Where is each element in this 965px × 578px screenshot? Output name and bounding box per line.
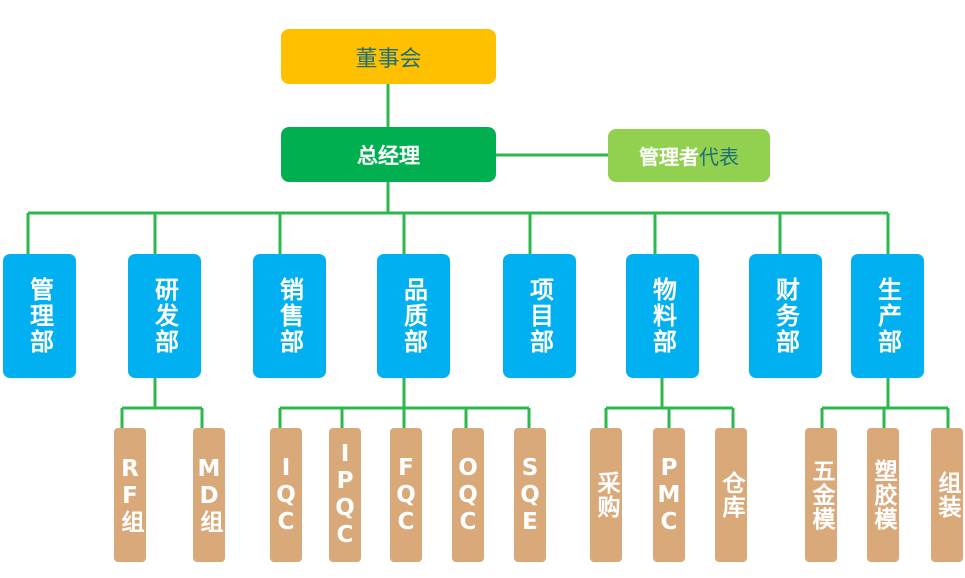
management-rep-label-part1: 管理者 [639,145,699,169]
subunit-box-plastic-mold: 塑胶模 [867,428,899,562]
subunit-label: PMC [656,454,682,536]
dept-box-rnd: 研发部 [128,254,201,378]
general-manager-box: 总经理 [281,127,496,182]
dept-label: 销售部 [275,277,304,355]
subunit-box-hardware-mold: 五金模 [805,428,837,562]
dept-label: 研发部 [150,277,179,355]
subunit-box-fqc: FQC [390,428,422,562]
subunit-label: RF组 [117,456,143,534]
subunit-box-pmc: PMC [653,428,685,562]
dept-label: 项目部 [525,277,554,355]
board-label: 董事会 [355,46,422,72]
subunit-label: 五金模 [808,459,834,531]
subunit-box-warehouse: 仓库 [715,428,747,562]
dept-label: 生产部 [873,277,902,355]
subunit-label: 塑胶模 [870,459,896,531]
subunit-box-assembly: 组装 [931,428,963,562]
subunit-label: OQC [455,454,481,536]
subunit-box-md-group: MD组 [193,428,225,562]
subunit-box-ipqc: IPQC [329,428,361,562]
dept-box-quality: 品质部 [377,254,450,378]
subunit-box-rf-group: RF组 [114,428,146,562]
dept-box-finance: 财务部 [749,254,822,378]
board-box: 董事会 [281,29,496,84]
subunit-box-purchasing: 采购 [590,428,622,562]
subunit-box-iqc: IQC [270,428,302,562]
subunit-box-sqe: SQE [514,428,546,562]
dept-box-project: 项目部 [503,254,576,378]
subunit-label: 组装 [934,471,960,519]
subunit-label: MD组 [196,456,222,534]
subunit-label: IPQC [332,441,358,549]
subunit-label: 采购 [593,471,619,519]
management-representative-box: 管理者代表 [608,129,770,182]
subunit-box-oqc: OQC [452,428,484,562]
subunit-label: FQC [393,454,419,536]
dept-label: 品质部 [399,277,428,355]
management-rep-label-part2: 代表 [699,145,739,169]
subunit-label: SQE [517,454,543,536]
subunit-label: IQC [273,454,299,536]
subunit-label: 仓库 [718,471,744,519]
dept-box-management: 管理部 [3,254,76,378]
dept-label: 管理部 [25,277,54,355]
dept-box-sales: 销售部 [253,254,326,378]
general-manager-label: 总经理 [357,143,420,168]
dept-box-production: 生产部 [851,254,924,378]
dept-label: 物料部 [648,277,677,355]
dept-box-materials: 物料部 [626,254,699,378]
dept-label: 财务部 [771,277,800,355]
